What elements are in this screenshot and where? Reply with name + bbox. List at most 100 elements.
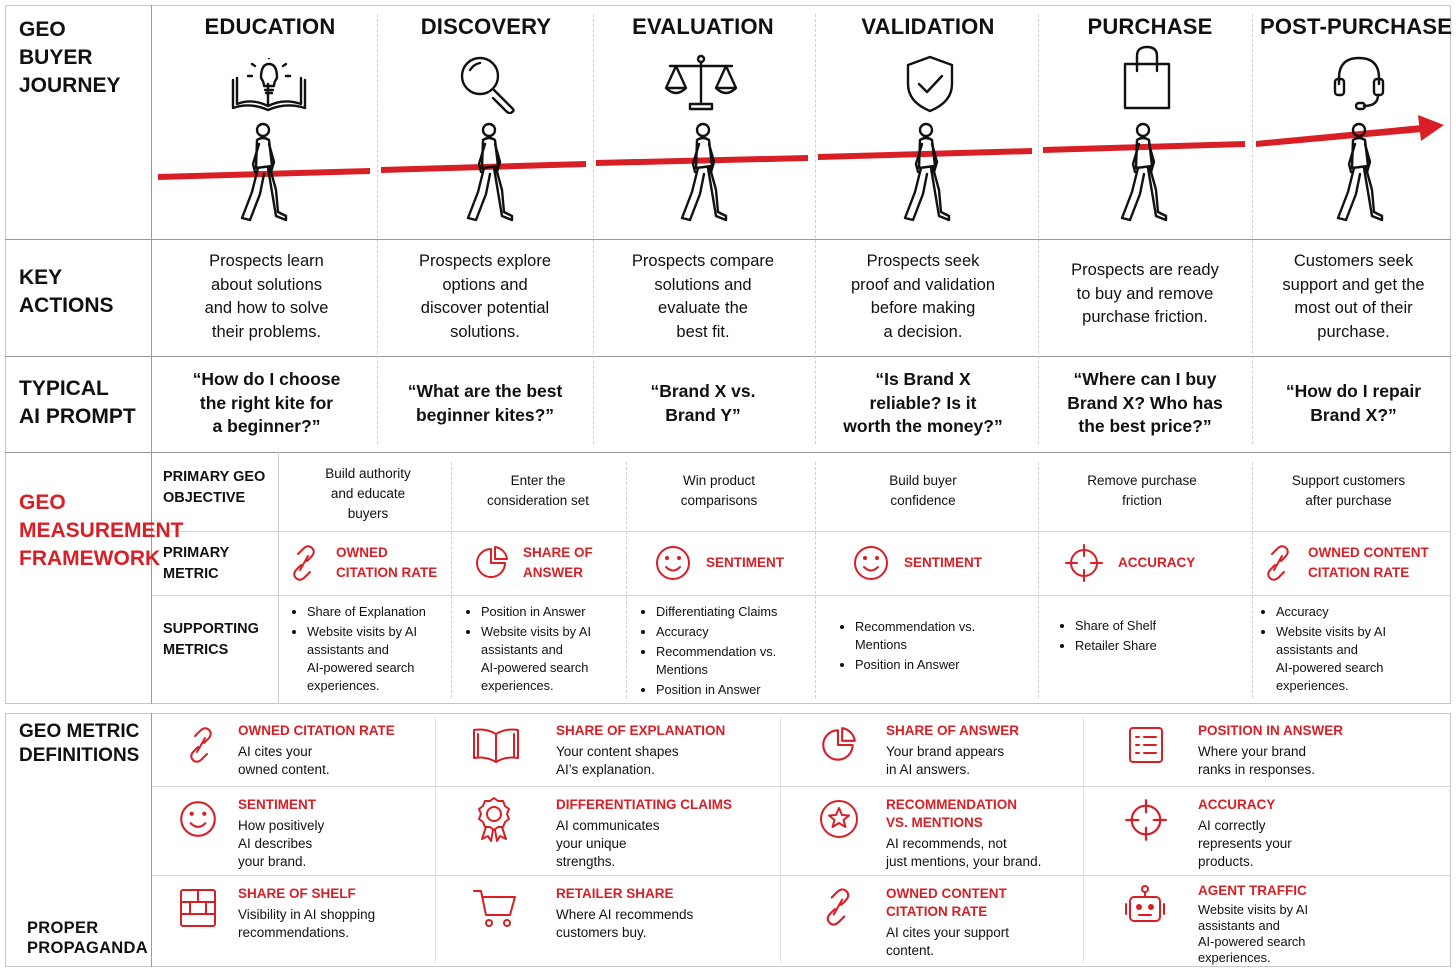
list-icon xyxy=(1129,727,1163,763)
link-icon xyxy=(293,545,315,581)
supporting-metric: Recommendation vs. Mentions xyxy=(838,618,1028,654)
definition-description: Your brand appears in AI answers. xyxy=(886,744,1005,777)
stage-divider xyxy=(377,14,378,444)
definition-title: POSITION IN ANSWER xyxy=(1198,723,1344,738)
rule-left-column xyxy=(151,5,152,704)
book-lightbulb-icon xyxy=(231,58,307,112)
rule-def-row1 xyxy=(152,786,1451,787)
magnifier-icon xyxy=(460,56,515,114)
supporting-metric: Share of Explanation xyxy=(290,603,450,621)
supporting-metric: Share of Shelf xyxy=(1058,617,1238,635)
stage-title-post-purchase: POST-PURCHASE xyxy=(1260,14,1453,39)
definition-title: OWNED CONTENT CITATION RATE xyxy=(886,886,1007,919)
shield-check-icon xyxy=(906,55,954,113)
rule-journey-bottom xyxy=(5,239,1451,240)
primary-objective-label: PRIMARY GEO OBJECTIVE xyxy=(163,469,266,506)
stage-divider xyxy=(593,14,594,444)
objective-purchase: Remove purchase friction xyxy=(1087,473,1197,508)
stage-title-purchase: PURCHASE xyxy=(1087,14,1213,39)
definition-title: OWNED CITATION RATE xyxy=(238,723,395,738)
definition-description: Website visits by AI assistants and AI-p… xyxy=(1198,902,1308,965)
stage-divider xyxy=(815,14,816,444)
supporting-metric: Website visits by AI assistants and AI-p… xyxy=(464,623,624,695)
definition-title: SHARE OF ANSWER xyxy=(886,723,1020,738)
link-icon xyxy=(190,727,212,763)
prompt-education: “How do I choose the right kite for a be… xyxy=(192,369,341,436)
supporting-metrics-post-purchase: Accuracy Website visits by AI assistants… xyxy=(1259,603,1439,697)
walking-person-icon xyxy=(466,122,514,222)
supporting-metric: Recommendation vs. Mentions xyxy=(639,643,811,679)
definition-title: DIFFERENTIATING CLAIMS xyxy=(556,797,732,812)
supporting-metrics-education: Share of Explanation Website visits by A… xyxy=(290,603,450,697)
crosshair-icon xyxy=(1065,544,1103,582)
objective-evaluation: Win product comparisons xyxy=(680,473,758,508)
stage-title-discovery: DISCOVERY xyxy=(420,14,552,39)
supporting-metric: Position in Answer xyxy=(639,681,811,699)
definition-description: Your content shapes AI’s explanation. xyxy=(556,744,679,777)
stage-title-validation: VALIDATION xyxy=(861,14,995,39)
definition-title: AGENT TRAFFIC xyxy=(1198,883,1307,898)
walking-person-icon xyxy=(903,122,951,222)
definition-description: Where AI recommends customers buy. xyxy=(556,907,694,940)
definition-owned-content-citation-rate: OWNED CONTENT CITATION RATE AI cites you… xyxy=(886,885,1009,960)
primary-metric-label: OWNED CONTENT CITATION RATE xyxy=(1308,545,1429,580)
key-actions-heading: KEY ACTIONS xyxy=(19,266,114,317)
primary-metric-purchase: ACCURACY xyxy=(1064,543,1195,583)
definition-description: AI recommends, not just mentions, your b… xyxy=(886,836,1042,869)
rule-framework-label-column xyxy=(278,452,279,704)
definition-differentiating-claims: DIFFERENTIATING CLAIMS AI communicates y… xyxy=(556,796,732,871)
rule-actions-bottom xyxy=(5,356,1451,357)
supporting-metric: Website visits by AI assistants and AI-p… xyxy=(290,623,450,695)
stage-divider xyxy=(815,462,816,698)
definition-title: RETAILER SHARE xyxy=(556,886,674,901)
smiley-icon xyxy=(854,546,888,580)
definitions-heading: GEO METRIC DEFINITIONS xyxy=(19,721,140,766)
definition-accuracy: ACCURACY AI correctly represents your pr… xyxy=(1198,796,1292,871)
primary-metric-label: ACCURACY xyxy=(1118,555,1196,570)
robot-icon xyxy=(1125,885,1165,922)
primary-metric-label: SHARE OF ANSWER xyxy=(523,545,593,580)
objective-validation: Build buyer confidence xyxy=(889,473,957,508)
typical-prompt-heading: TYPICAL AI PROMPT xyxy=(19,377,136,428)
supporting-metrics-evaluation: Differentiating Claims Accuracy Recommen… xyxy=(639,603,811,701)
prompt-validation: “Is Brand X reliable? Is it worth the mo… xyxy=(843,369,1003,436)
objective-education: Build authority and educate buyers xyxy=(325,466,411,521)
stage-divider xyxy=(1252,462,1253,698)
definition-share-of-shelf: SHARE OF SHELF Visibility in AI shopping… xyxy=(238,885,375,942)
definition-title: RECOMMENDATION VS. MENTIONS xyxy=(886,797,1017,830)
primary-metric-evaluation: SENTIMENT xyxy=(654,543,784,583)
stage-divider xyxy=(451,462,452,698)
stage-divider xyxy=(1038,14,1039,444)
primary-metric-label: OWNED CITATION RATE xyxy=(336,545,438,580)
smiley-icon xyxy=(180,801,216,837)
key-action-discovery: Prospects explore options and discover p… xyxy=(418,252,552,341)
rule-metric-bottom xyxy=(152,595,1451,596)
objective-post-purchase: Support customers after purchase xyxy=(1291,473,1406,508)
pie-chart-icon xyxy=(476,546,508,578)
supporting-metric: Differentiating Claims xyxy=(639,603,811,621)
link-icon xyxy=(1267,545,1289,581)
journey-arrow xyxy=(158,115,1444,180)
primary-metric-label: SENTIMENT xyxy=(706,555,785,570)
definitions-table-frame xyxy=(5,713,1451,967)
definition-description: Visibility in AI shopping recommendation… xyxy=(238,907,376,940)
def-divider xyxy=(780,717,781,963)
open-book-icon xyxy=(473,728,519,763)
definition-sentiment: SENTIMENT How positively AI describes yo… xyxy=(238,796,324,871)
stage-divider xyxy=(1252,14,1253,444)
shelf-icon xyxy=(180,889,216,927)
key-action-purchase: Prospects are ready to buy and remove pu… xyxy=(1071,261,1219,326)
stage-title-evaluation: EVALUATION xyxy=(632,14,774,39)
definition-agent-traffic: AGENT TRAFFIC Website visits by AI assis… xyxy=(1198,882,1308,966)
primary-metric-label: PRIMARY METRIC xyxy=(163,545,230,582)
primary-metric-education: OWNED CITATION RATE xyxy=(288,543,437,583)
award-ribbon-icon xyxy=(478,797,510,842)
journey-heading: GEO BUYER JOURNEY xyxy=(19,18,121,97)
walking-person-icon xyxy=(680,122,728,222)
supporting-metrics-validation: Recommendation vs. Mentions Position in … xyxy=(838,618,1028,676)
supporting-metric: Retailer Share xyxy=(1058,637,1238,655)
primary-metric-discovery: SHARE OF ANSWER xyxy=(475,543,593,583)
supporting-metric: Website visits by AI assistants and AI-p… xyxy=(1259,623,1439,695)
definition-description: How positively AI describes your brand. xyxy=(238,818,325,869)
rule-def-row2 xyxy=(152,875,1451,876)
